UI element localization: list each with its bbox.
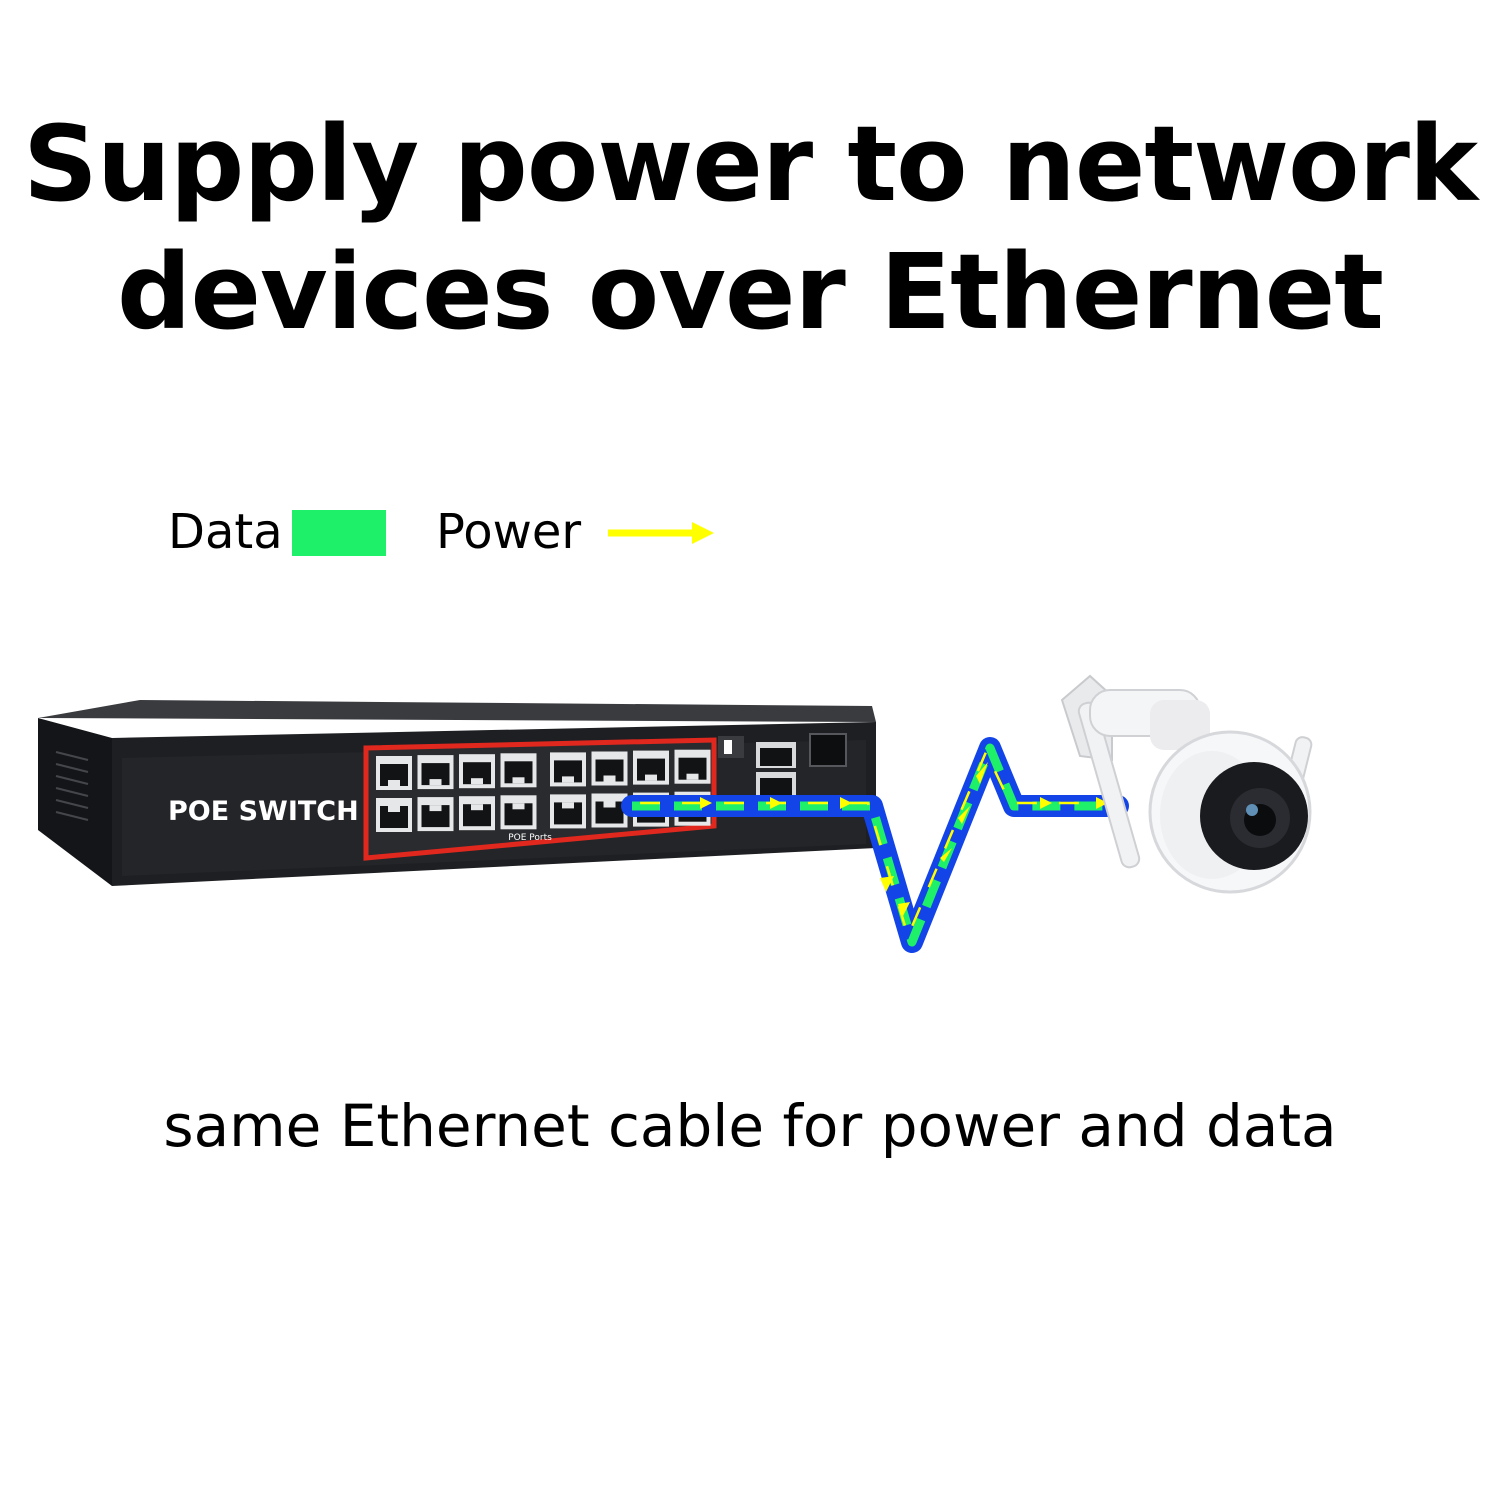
headline: Supply power to network devices over Eth… [0, 100, 1500, 356]
rj45-port [417, 755, 454, 790]
legend-data-label: Data [168, 504, 283, 560]
rj45-port [591, 793, 628, 828]
caption: same Ethernet cable for power and data [163, 1092, 1337, 1160]
rj45-port [500, 795, 537, 830]
legend-power-label: Power [436, 504, 582, 560]
ethernet-cable [621, 737, 1129, 953]
security-camera-icon [1060, 674, 1313, 894]
rj45-port [500, 753, 537, 788]
rj45-port [376, 798, 412, 832]
rj45-port [459, 796, 495, 831]
headline-line-1: Supply power to network [22, 103, 1478, 225]
legend: Data Power [168, 500, 768, 564]
headline-line-2: devices over Ethernet [117, 231, 1384, 353]
rj45-port [417, 797, 454, 832]
rj45-port [550, 794, 586, 829]
legend-data-swatch [292, 510, 386, 556]
uplink-ports [718, 733, 847, 798]
rj45-port [376, 756, 412, 790]
rj45-port [591, 751, 628, 786]
poe-diagram: POE SWITCH POE Ports [38, 674, 1313, 953]
legend-power-arrow-icon [608, 522, 714, 544]
poe-switch: POE SWITCH POE Ports [38, 700, 876, 886]
poe-ports-label: POE Ports [508, 833, 552, 843]
rj45-port [633, 750, 669, 785]
rj45-port [550, 752, 586, 787]
switch-label: POE SWITCH [168, 796, 359, 827]
rj45-port [674, 749, 711, 784]
rj45-port [459, 754, 495, 789]
